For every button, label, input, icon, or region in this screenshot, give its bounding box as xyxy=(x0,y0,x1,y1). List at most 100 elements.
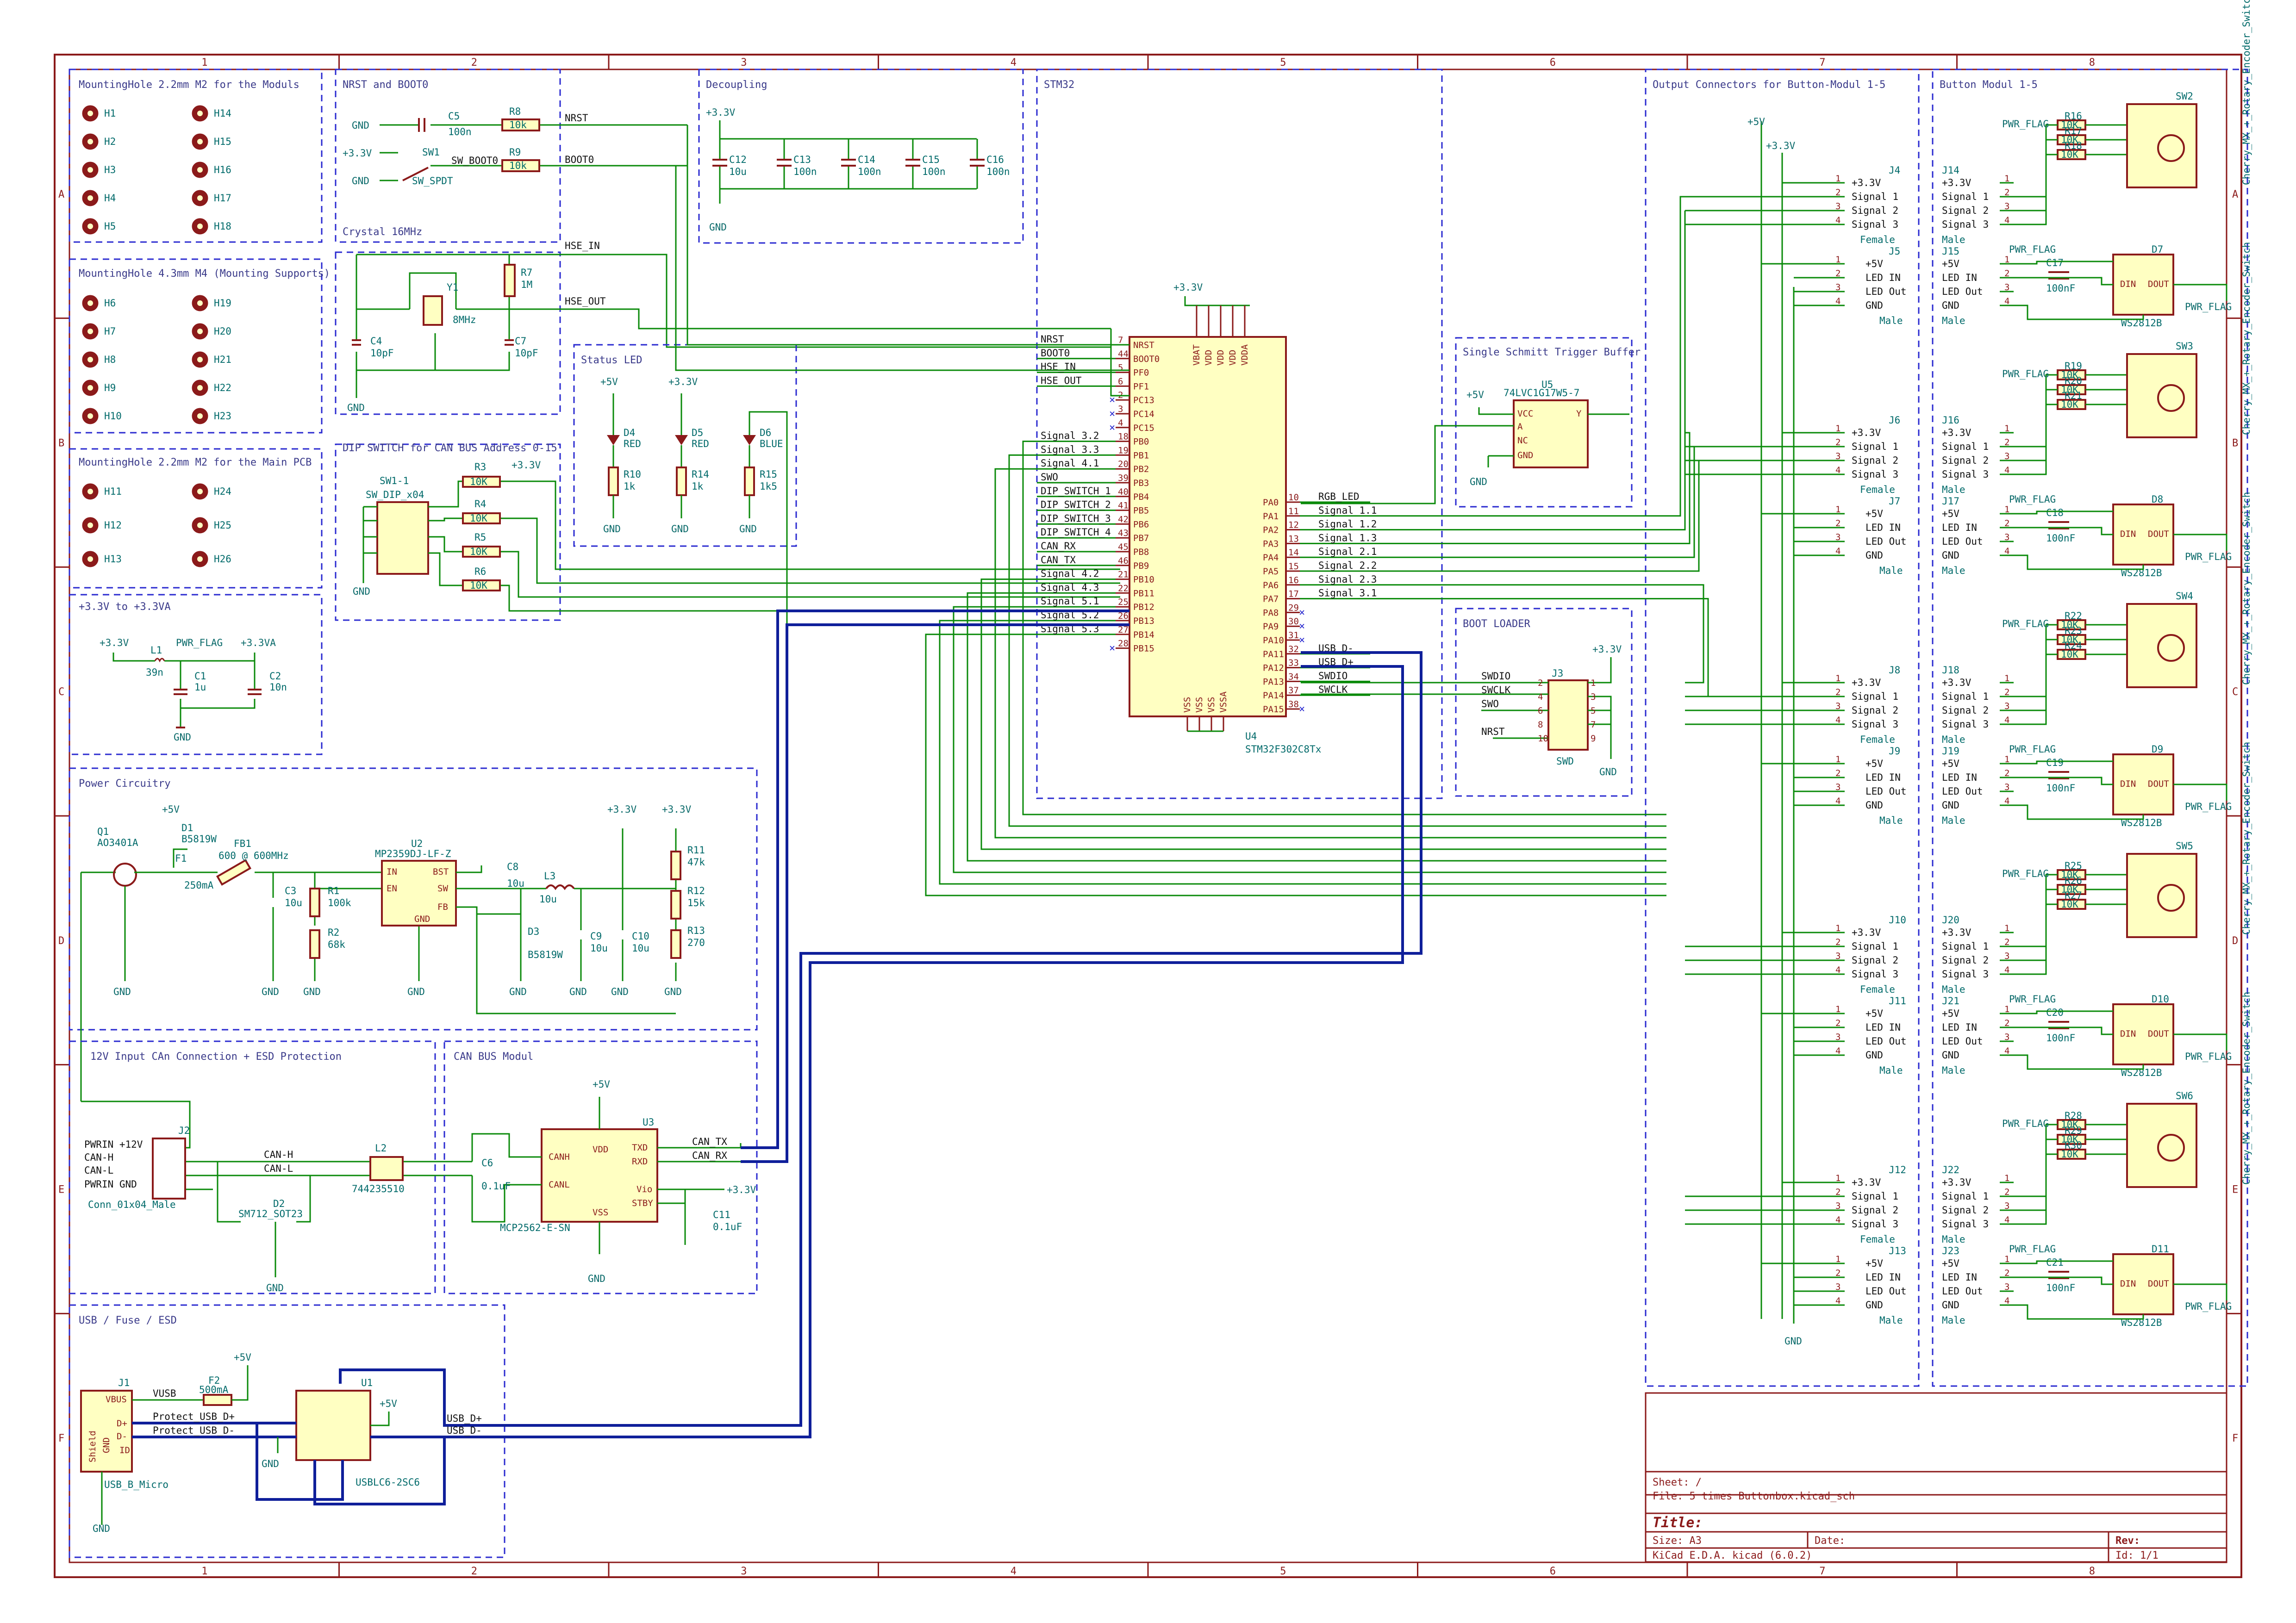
c6-value: 0.1uF xyxy=(481,1181,511,1192)
mcu-net-label: CAN_RX xyxy=(1041,541,1076,552)
mounting-hole-center xyxy=(87,139,93,144)
c4-value: 10pF xyxy=(370,348,394,359)
mcu-pin-number: 12 xyxy=(1288,520,1299,530)
u5-ref: U5 xyxy=(1541,379,1553,390)
mcu-net-label: Signal 4.1 xyxy=(1041,458,1099,469)
mcu-pin-name: PA13 xyxy=(1263,677,1284,687)
led-pin: DOUT xyxy=(2148,1029,2169,1039)
f2-value: 500mA xyxy=(199,1384,229,1395)
tb-tool: KiCad E.D.A. kicad (6.0.2) xyxy=(1653,1550,1812,1561)
mcu-net-label: Signal 3.3 xyxy=(1041,444,1099,455)
pin-number: 2 xyxy=(1835,268,1841,279)
gnd-label: GND xyxy=(347,402,365,413)
cap-ref: C16 xyxy=(986,154,1004,165)
mcu-pin-name: PA8 xyxy=(1263,608,1279,618)
swd-net: SWDIO xyxy=(1481,671,1510,682)
pin-number: 2 xyxy=(1835,937,1841,947)
gnd: GND xyxy=(407,986,425,997)
led-conn-pin-label: GND xyxy=(1942,300,1959,311)
pin-number: 1 xyxy=(2004,255,2009,265)
c9-ref: C9 xyxy=(590,931,602,942)
pin-number: 1 xyxy=(2004,1004,2009,1014)
pin-number: 4 xyxy=(2004,1296,2009,1306)
mcu-pin-number: 34 xyxy=(1288,672,1299,682)
pwr-flag: PWR_FLAG xyxy=(2185,1301,2232,1312)
mcu-pin-number: 43 xyxy=(1118,528,1129,538)
mounting-hole-ref: H2 xyxy=(104,136,116,147)
sig-pin-label: +3.3V xyxy=(1942,427,1972,438)
pwr-flag: PWR_FLAG xyxy=(2002,868,2049,879)
led-ref: D7 xyxy=(2152,244,2163,255)
c8-value: 10u xyxy=(507,878,524,889)
male-pin-label: GND xyxy=(1866,800,1883,811)
mcu-pin-number: 13 xyxy=(1288,534,1299,544)
j1-ref: J1 xyxy=(118,1377,130,1388)
pullup-value: 10K xyxy=(2061,619,2078,630)
encoder-value: Cherry_MX_+_Rotary_Encoder_Switch xyxy=(2241,992,2252,1185)
cap-ref: C21 xyxy=(2046,1257,2064,1268)
mcu-pin-name: VDD xyxy=(1204,350,1214,366)
u2-pin: IN xyxy=(387,867,397,877)
wire xyxy=(994,468,1666,839)
f1-ref: F1 xyxy=(175,853,187,864)
led-ref: D11 xyxy=(2152,1244,2169,1255)
led-pin: DOUT xyxy=(2148,779,2169,789)
block-usb: USB / Fuse / ESD J1 USB_B_Micro VBUS D+ … xyxy=(69,1304,505,1558)
schmitt-vcc: +5V xyxy=(1466,389,1484,400)
pin-number: 4 xyxy=(1835,1215,1841,1225)
block-title: MountingHole 2.2mm M2 for the Main PCB xyxy=(79,457,312,468)
u5-value: 74LVC1G17W5-7 xyxy=(1504,387,1579,398)
mounting-hole-center xyxy=(197,300,203,306)
cap-value: 100n xyxy=(986,166,1010,177)
pin-number: 4 xyxy=(2004,1046,2009,1056)
sig-pin-label: Signal 1 xyxy=(1942,1191,1989,1202)
pin-number: 4 xyxy=(1835,215,1841,225)
u5-pin: Y xyxy=(1576,409,1582,419)
u1-ref: U1 xyxy=(361,1377,373,1388)
wire xyxy=(2014,139,2058,211)
block-title: Crystal 16MHz xyxy=(343,226,422,238)
canl-net: CAN-L xyxy=(264,1163,293,1174)
y1-ref: Y1 xyxy=(447,282,458,293)
wire xyxy=(1370,211,1686,531)
title-block: Sheet: / File: 5 times Buttonbox.kicad_s… xyxy=(1645,1392,2227,1563)
wire xyxy=(2014,374,2058,448)
resistor-icon xyxy=(744,466,755,496)
mounting-hole-ref: H20 xyxy=(214,326,231,337)
male-label: Male xyxy=(1942,734,1965,745)
mcu-pin-number: 45 xyxy=(1118,542,1129,552)
led-pin: DOUT xyxy=(2148,529,2169,539)
mcu-net-label: CAN_TX xyxy=(1041,554,1076,566)
grid-row-label: F xyxy=(2232,1433,2238,1444)
grid-col-label: 1 xyxy=(201,1566,207,1577)
sig-pin-label: Signal 2 xyxy=(1942,1205,1989,1216)
r3-ref: R3 xyxy=(474,461,486,473)
gnd-label: GND xyxy=(352,120,369,131)
gnd: GND xyxy=(588,1273,605,1284)
mcu-pin-name: PB4 xyxy=(1133,492,1149,502)
led-res-value: 1k xyxy=(692,481,704,492)
mcu-pin-name: PF0 xyxy=(1133,368,1149,378)
sig-pin-label: +3.3V xyxy=(1942,677,1972,688)
encoder-switch-icon xyxy=(2126,603,2197,688)
mcu-pin-name: PB0 xyxy=(1133,437,1149,447)
cap-value: 100nF xyxy=(2046,783,2075,794)
wire xyxy=(2014,1010,2113,1014)
pin-number: 2 xyxy=(2004,1268,2009,1278)
mcu-pin-number: 42 xyxy=(1118,514,1129,524)
pullup-value: 10K xyxy=(2061,649,2078,660)
mcu-pin-name: PB15 xyxy=(1133,644,1154,654)
d1-ref: D1 xyxy=(181,822,193,833)
c8-ref: C8 xyxy=(507,861,518,872)
sw-boot0-net: SW_BOOT0 xyxy=(451,155,498,166)
pwr-flag: PWR_FLAG xyxy=(2009,494,2056,505)
pin-number: 1 xyxy=(2004,174,2009,184)
swd-pin-number: 1 xyxy=(1591,678,1596,688)
mounting-hole-ref: H25 xyxy=(214,520,231,531)
schmitt-gnd: GND xyxy=(1470,476,1487,487)
mounting-hole-center xyxy=(87,300,93,306)
mcu-pin-number: 22 xyxy=(1118,583,1129,593)
mcu-net-label: Signal 2.2 xyxy=(1318,560,1377,571)
pin-number: 4 xyxy=(2004,715,2009,725)
